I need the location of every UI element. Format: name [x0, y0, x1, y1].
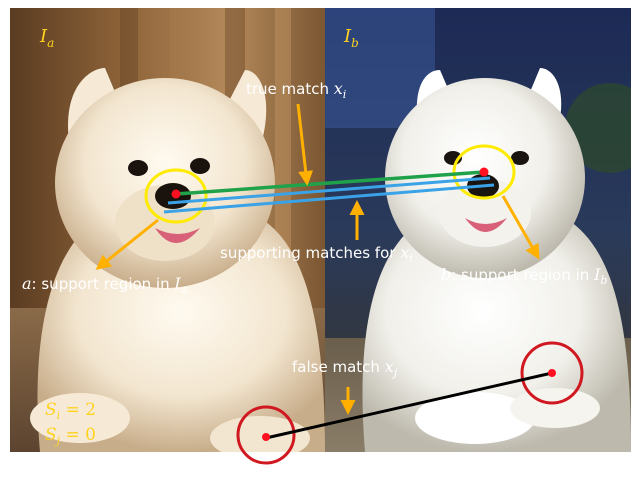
supporting-match-line [167, 176, 491, 205]
image-panel-a [10, 8, 325, 452]
keypoint [479, 167, 489, 177]
false-match-label: false match xj [292, 357, 398, 379]
keypoint [262, 433, 270, 441]
dog-photo-a [10, 8, 325, 452]
true-match-label: true match xi [246, 79, 346, 101]
false-region-a-circle [236, 405, 296, 465]
dog-photo-b [325, 8, 631, 452]
panel-label-b: Ib [343, 26, 359, 50]
panel-label-a: Ia [39, 26, 54, 50]
support-region-a-circle [144, 168, 208, 224]
supporting-matches-label: supporting matches for xi [220, 243, 413, 265]
keypoint [171, 189, 181, 199]
false-region-b-circle [520, 341, 584, 405]
true-match-line [175, 170, 485, 196]
support-region-b-label: b: support region in Ib [441, 265, 607, 287]
support-region-b-circle [452, 144, 516, 200]
supporting-match-line [163, 183, 495, 214]
support-a-arrow [95, 218, 159, 270]
false-match-line [265, 371, 553, 440]
image-panel-b [325, 8, 631, 452]
support-b-arrow [501, 195, 540, 260]
support-region-a-label: a: support region in Ia [22, 274, 187, 296]
keypoint [548, 369, 556, 377]
true-match-arrow [296, 103, 314, 186]
score-i: Si = 2 [45, 400, 96, 422]
score-j: Sj = 0 [45, 425, 96, 447]
